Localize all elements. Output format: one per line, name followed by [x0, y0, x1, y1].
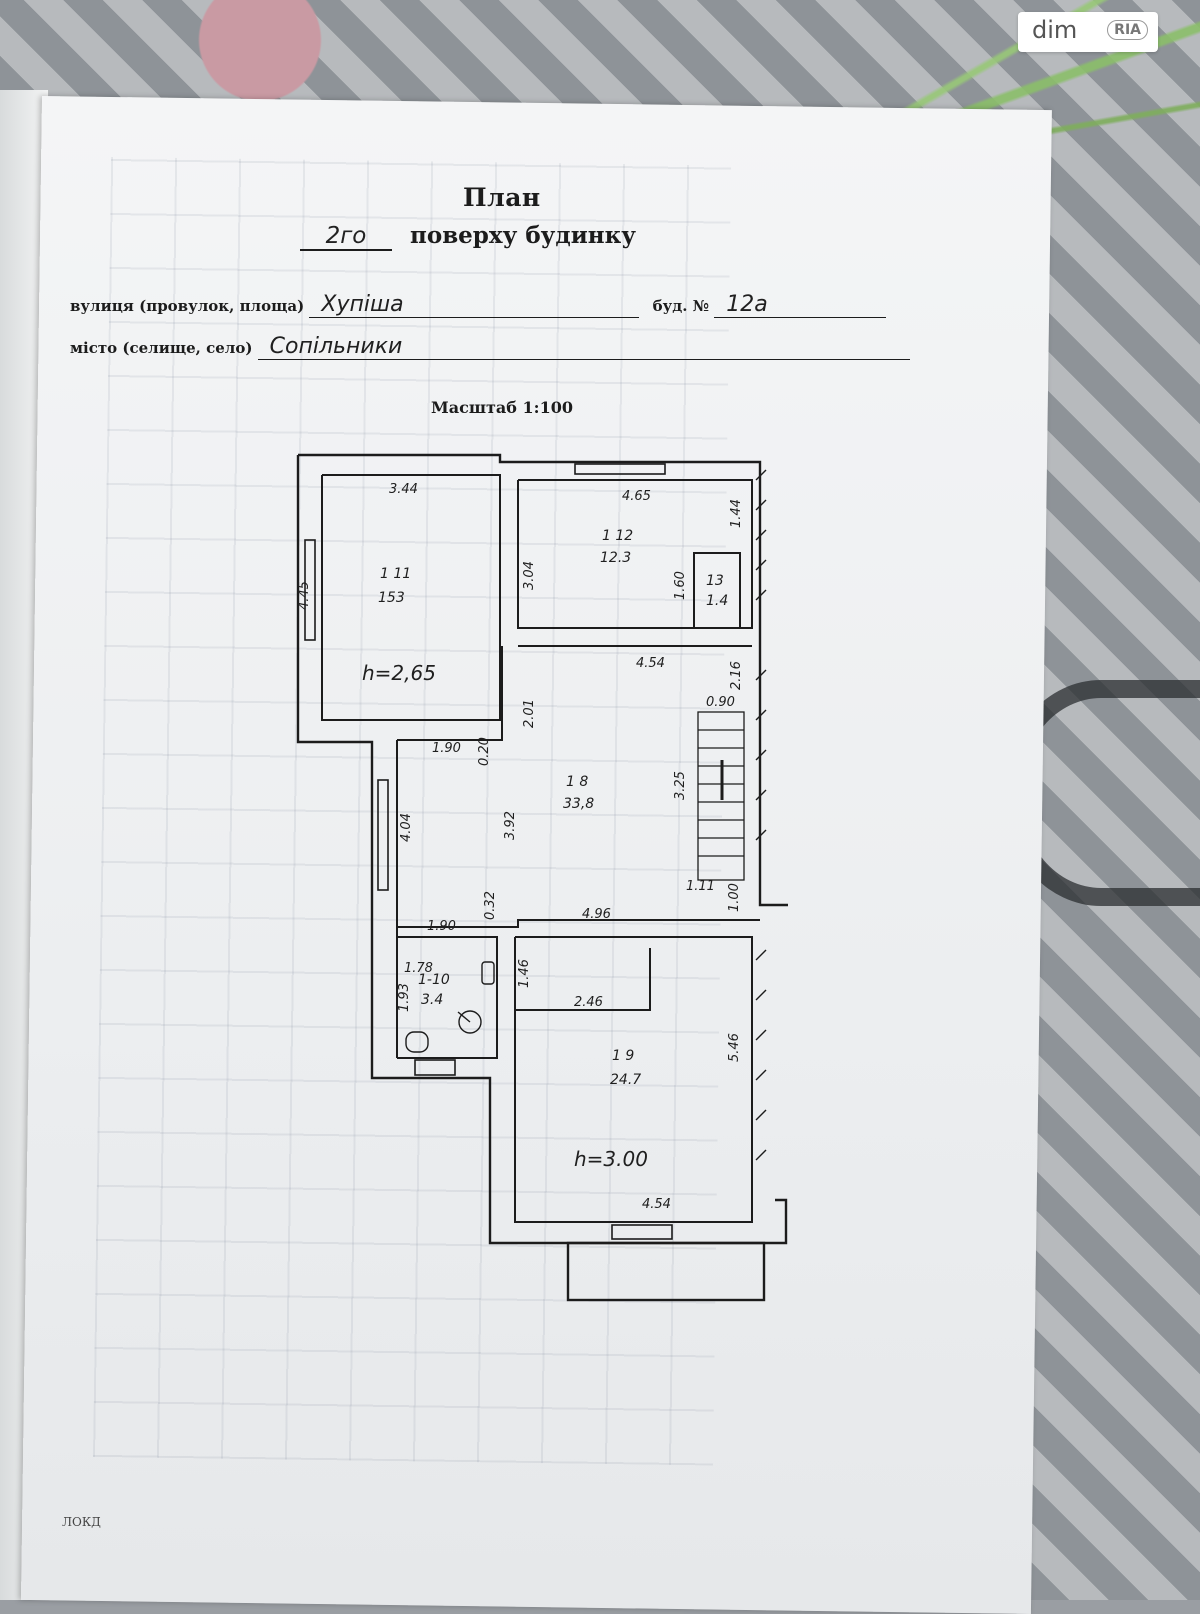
dim-label: 4.65: [622, 489, 651, 504]
windows: [304, 463, 673, 1240]
dim-label: 1.60: [673, 571, 688, 600]
dim-label: 1.90: [432, 741, 461, 756]
inner-walls: [321, 474, 760, 1223]
dim-label: 3.25: [673, 771, 688, 800]
plan-title: План: [463, 183, 541, 212]
city-row: місто (селище, село) Сопільники: [70, 334, 910, 360]
staircase: [697, 711, 745, 881]
dim-label: 4.96: [582, 907, 611, 922]
city-value: Сопільники: [257, 334, 910, 360]
dim-label: 5.46: [727, 1033, 742, 1062]
dim-label: 1.11: [686, 879, 715, 894]
dimria-logo: dim RIA: [1018, 12, 1158, 52]
outer-walls: [296, 453, 788, 1302]
street-row: вулиця (провулок, площа) Хупіша буд. № 1…: [70, 292, 887, 318]
dim-label: 4.45: [297, 581, 312, 610]
dim-label: 1.46: [517, 959, 532, 988]
dim-label: 0.20: [477, 737, 492, 766]
logo-text-dim: dim: [1032, 16, 1078, 44]
room-height: h=3.00: [574, 1147, 648, 1171]
dim-label: 4.54: [642, 1197, 671, 1212]
room-number: 13: [706, 573, 724, 589]
floor-number-handwritten: 2го: [300, 223, 392, 251]
room-area: 33,8: [563, 796, 594, 812]
city-label: місто (селище, село): [70, 339, 253, 357]
dim-label: 0.32: [483, 891, 498, 920]
floor-heading-label: поверху будинку: [410, 222, 636, 249]
floor-heading: 2го поверху будинку: [300, 222, 636, 251]
scale-label: Масштаб 1:100: [431, 398, 573, 417]
dim-label: 0.90: [706, 695, 735, 710]
dim-label: 1.44: [729, 499, 744, 528]
footer-code: ЛОКД: [62, 1515, 101, 1529]
room-number: 1 12: [602, 528, 633, 544]
room-area: 24.7: [610, 1072, 641, 1088]
dim-label: 4.54: [636, 656, 665, 671]
room-height: h=2,65: [362, 661, 436, 685]
room-area: 153: [378, 590, 405, 606]
room-number: 1 9: [612, 1048, 634, 1064]
room-number: 1-10: [418, 972, 450, 988]
hatch-marks: [755, 469, 767, 1161]
room-number: 1 11: [380, 566, 411, 582]
logo-text-ria: RIA: [1107, 20, 1148, 40]
dim-label: 1.00: [727, 883, 742, 912]
dim-label: 3.44: [389, 482, 418, 497]
dim-label: 3.92: [503, 811, 518, 840]
dim-label: 2.16: [729, 661, 744, 690]
house-label: буд. №: [652, 297, 709, 315]
dim-label: 1.90: [427, 919, 456, 934]
dim-label: 3.04: [522, 561, 537, 590]
dim-label: 4.04: [399, 813, 414, 842]
room-area: 3.4: [421, 992, 443, 1008]
room-area: 1.4: [706, 593, 728, 609]
dim-label: 1.78: [404, 961, 433, 976]
dim-label: 2.46: [574, 995, 603, 1010]
house-value: 12а: [714, 292, 887, 318]
room-area: 12.3: [600, 550, 631, 566]
room-number: 1 8: [566, 774, 588, 790]
dim-label: 1.93: [397, 983, 412, 1012]
street-value: Хупіша: [309, 292, 640, 318]
dim-label: 2.01: [522, 699, 537, 728]
bathroom-fixtures: [405, 961, 495, 1053]
street-label: вулиця (провулок, площа): [70, 297, 305, 315]
